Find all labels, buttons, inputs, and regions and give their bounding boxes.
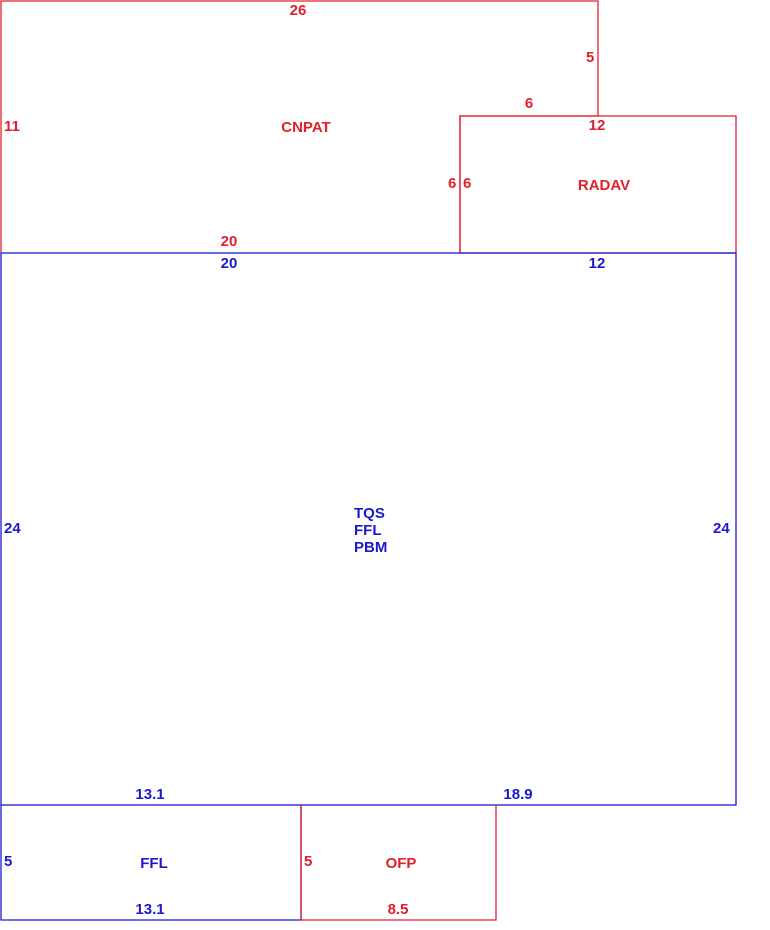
ofp-label: OFP bbox=[386, 855, 417, 872]
radav-top-dimension: 12 bbox=[589, 117, 606, 134]
cnpat-step-top-dimension: 6 bbox=[525, 95, 533, 112]
main-bottom-left-dimension: 13.1 bbox=[135, 786, 164, 803]
ofp-left-dimension: 5 bbox=[304, 853, 312, 870]
cnpat-label: CNPAT bbox=[281, 119, 330, 136]
main-top-left-dimension: 20 bbox=[221, 255, 238, 272]
main-top-right-dimension: 12 bbox=[589, 255, 606, 272]
cnpat-left-dimension: 11 bbox=[4, 118, 20, 135]
cnpat-bottom-dimension: 20 bbox=[221, 233, 238, 250]
main-bottom-right-dimension: 18.9 bbox=[503, 786, 532, 803]
main-left-dimension: 24 bbox=[4, 520, 21, 537]
main-label-pbm: PBM bbox=[354, 539, 387, 556]
main-label-tqs: TQS bbox=[354, 505, 385, 522]
ofp-outline bbox=[300, 805, 497, 921]
ffl-bottom-dimension: 13.1 bbox=[135, 901, 164, 918]
radav-label: RADAV bbox=[578, 177, 630, 194]
ofp-bottom-dimension: 8.5 bbox=[388, 901, 409, 918]
ffl-label: FFL bbox=[140, 855, 168, 872]
cnpat-inner-side-dimension: 6 bbox=[448, 175, 456, 192]
radav-left-dimension: 6 bbox=[463, 175, 471, 192]
main-area-outline bbox=[0, 252, 737, 806]
cnpat-top-dimension: 26 bbox=[290, 2, 307, 19]
cnpat-right-step-dimension: 5 bbox=[586, 49, 594, 66]
main-label-ffl: FFL bbox=[354, 522, 382, 539]
main-right-dimension: 24 bbox=[713, 520, 730, 537]
ffl-left-dimension: 5 bbox=[4, 853, 12, 870]
